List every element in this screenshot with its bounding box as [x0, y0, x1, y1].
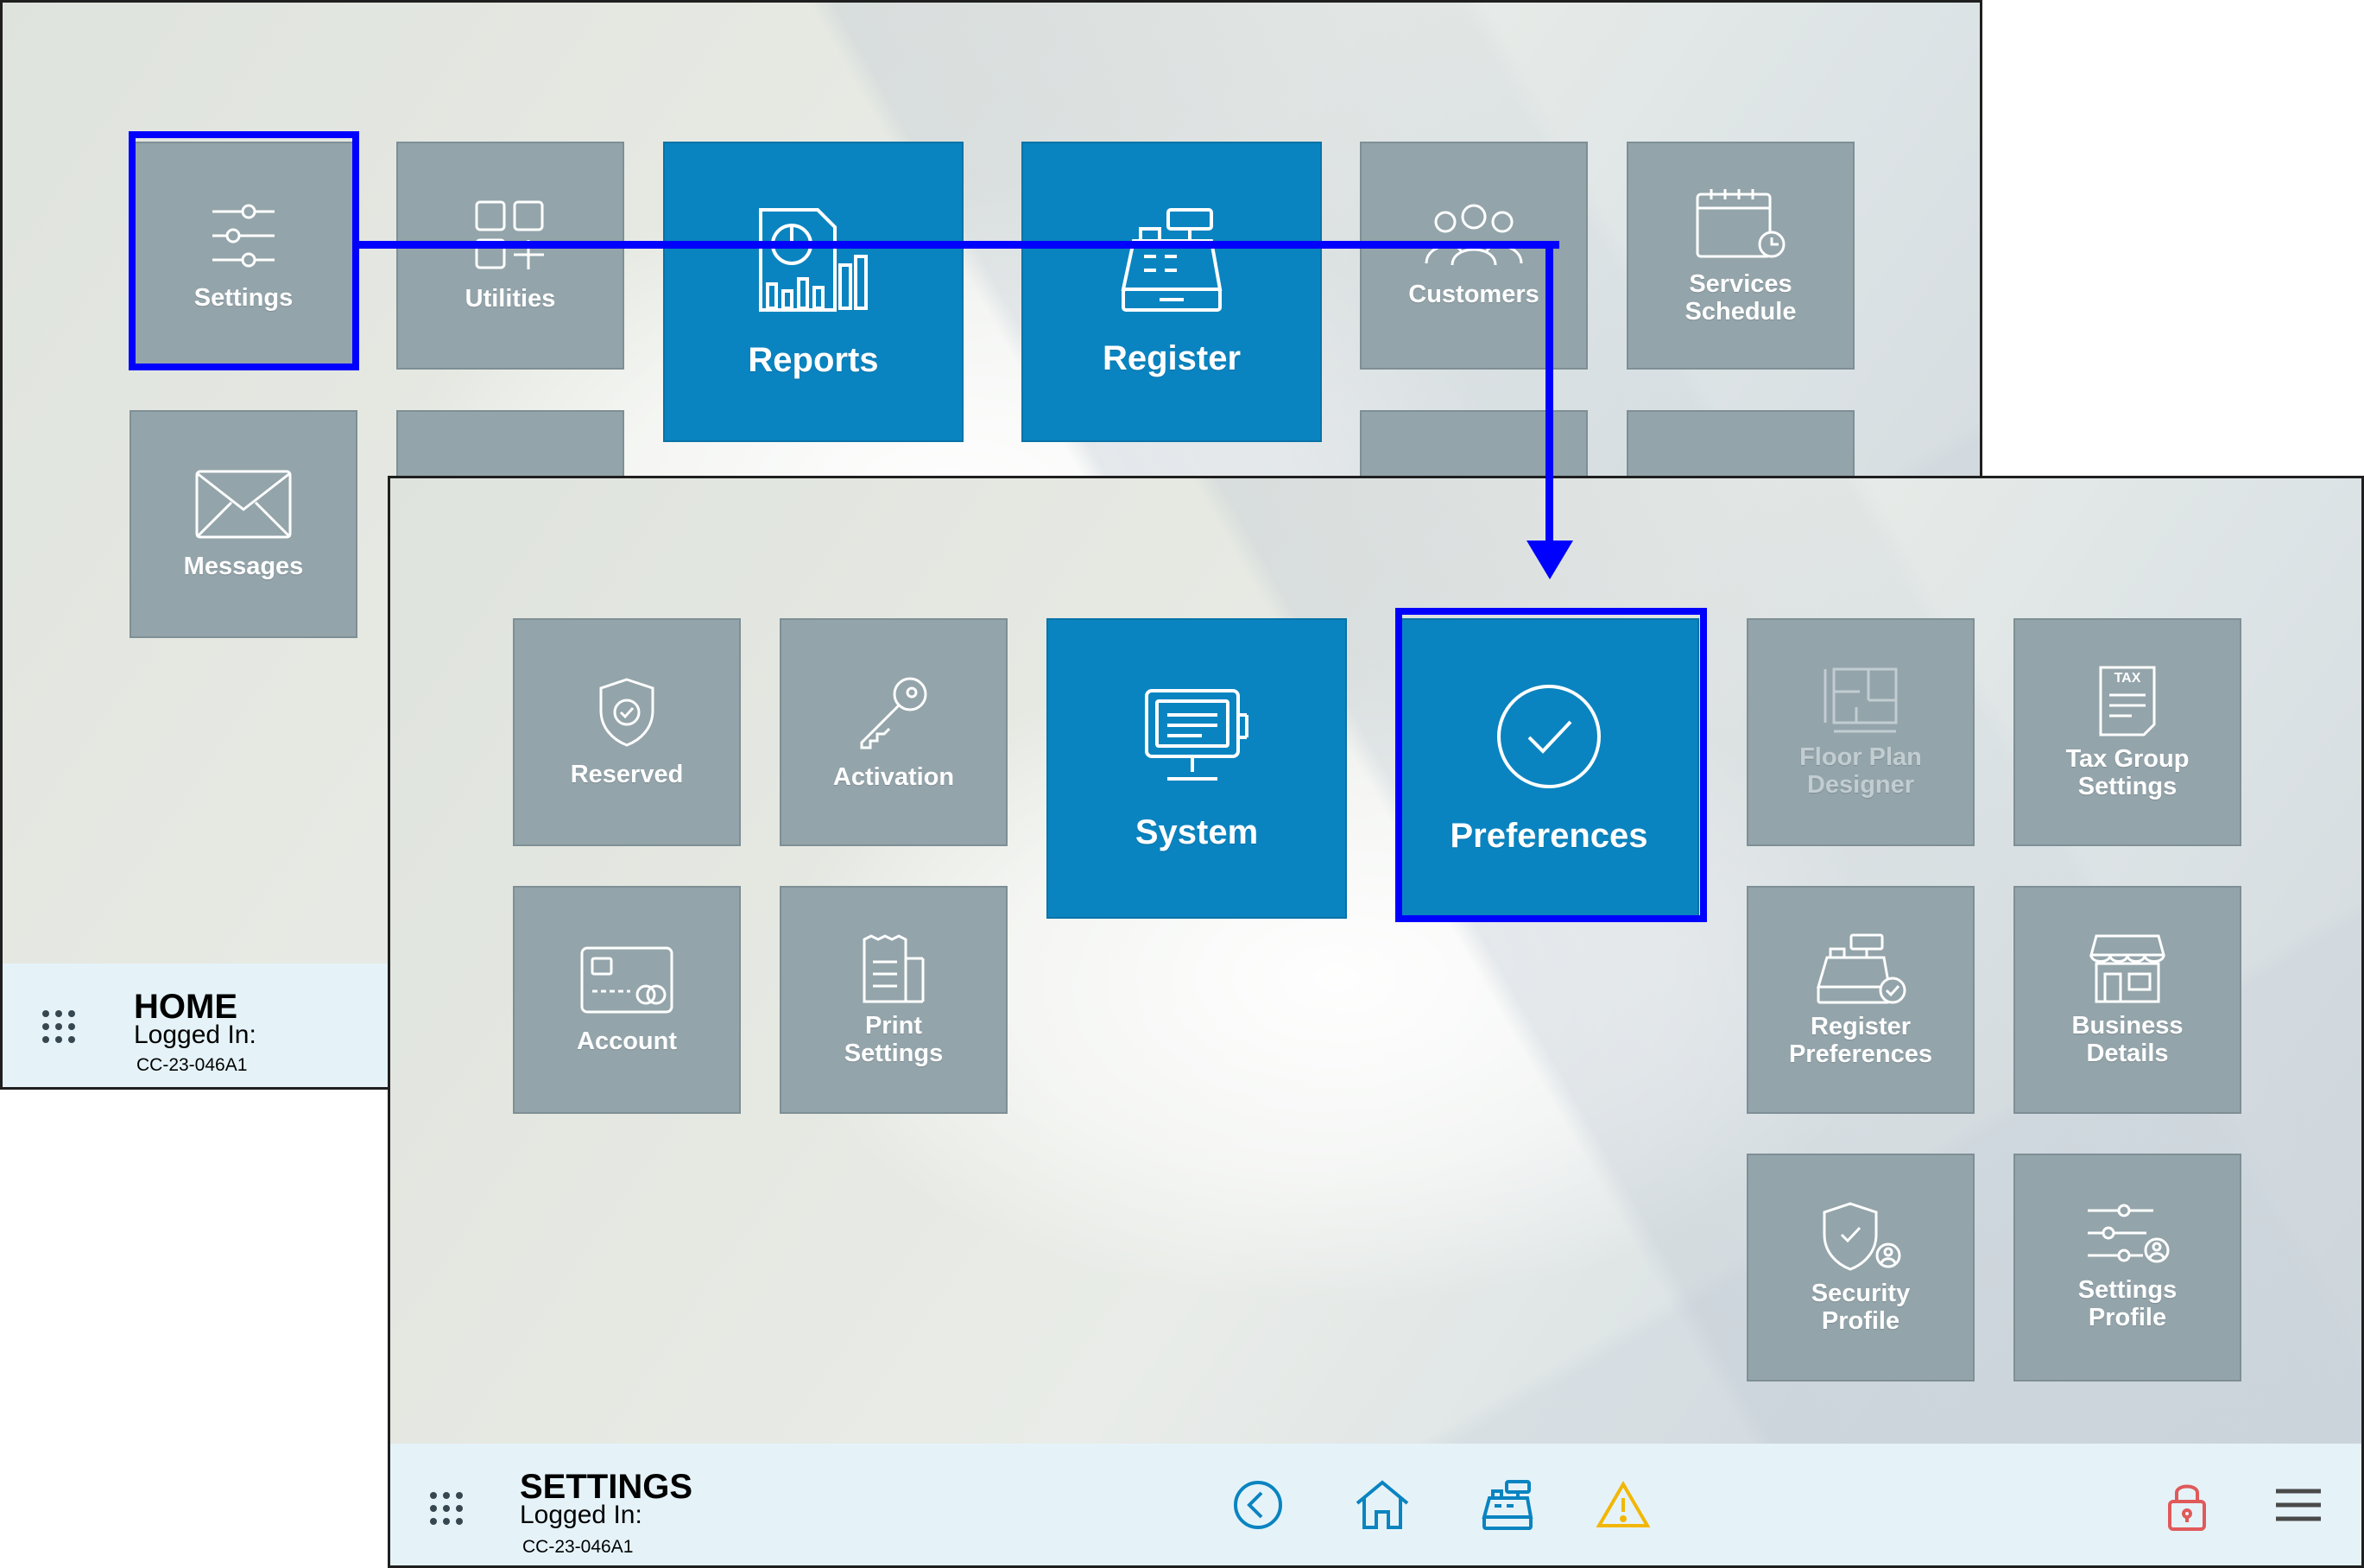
settings-tile-highlight	[129, 131, 359, 370]
register-tile[interactable]: Register	[1021, 142, 1322, 442]
connector-horizontal	[357, 241, 1559, 249]
hamburger-menu-icon[interactable]	[2274, 1488, 2323, 1522]
messages-tile[interactable]: Messages	[130, 410, 357, 638]
key-icon	[860, 677, 927, 749]
messages-tile-label: Messages	[183, 553, 304, 580]
shield-check-icon	[599, 678, 654, 747]
tax-badge: TAX	[2114, 671, 2141, 686]
reports-tile[interactable]: Reports	[663, 142, 964, 442]
account-tile-label: Account	[577, 1027, 677, 1055]
envelope-icon	[195, 470, 292, 539]
preferences-tile-highlight	[1395, 608, 1707, 922]
tax-document-icon: TAX	[2097, 664, 2158, 738]
connector-vertical	[1545, 241, 1553, 543]
credit-card-icon	[580, 946, 673, 1014]
cash-register-icon[interactable]	[1481, 1479, 1534, 1531]
page-title: HOME	[134, 988, 237, 1026]
report-chart-icon	[759, 208, 868, 312]
register-tile-label: Register	[1102, 339, 1242, 377]
preferences-tile-label: Preferences	[1450, 817, 1648, 855]
page-title: SETTINGS	[520, 1468, 693, 1506]
reserved-tile-label: Reserved	[570, 761, 684, 788]
floor-plan-icon	[1824, 667, 1898, 733]
activation-tile-label: Activation	[832, 763, 955, 791]
system-tile-label: System	[1135, 813, 1259, 851]
device-id: CC-23-046A1	[136, 1055, 248, 1075]
utilities-tile-label: Utilities	[465, 285, 556, 313]
receipt-icon	[863, 934, 925, 1003]
activation-tile[interactable]: Activation	[780, 618, 1008, 846]
home-icon[interactable]	[1354, 1479, 1411, 1531]
check-circle-icon	[1497, 685, 1601, 788]
logged-in-label: Logged In:	[520, 1501, 642, 1529]
device-id: CC-23-046A1	[522, 1537, 634, 1557]
back-circle-icon[interactable]	[1232, 1479, 1284, 1531]
account-tile[interactable]: Account	[513, 886, 741, 1114]
settings-tile-label: Settings	[193, 284, 294, 312]
warning-icon[interactable]	[1596, 1481, 1651, 1529]
storefront-icon	[2089, 934, 2165, 1003]
cash-register-icon	[1121, 208, 1223, 312]
preferences-tile[interactable]: Preferences	[1399, 618, 1699, 919]
utilities-tile[interactable]: Utilities	[396, 142, 624, 370]
shield-user-icon	[1823, 1202, 1901, 1271]
reports-tile-label: Reports	[748, 341, 879, 379]
customers-tile[interactable]: Customers	[1360, 142, 1588, 370]
apps-grid-icon[interactable]	[42, 1010, 75, 1043]
settings-status-bar: SETTINGS Logged In: CC-23-046A1	[390, 1444, 2361, 1565]
connector-arrowhead	[1526, 541, 1573, 579]
pos-terminal-icon	[1145, 689, 1248, 781]
lock-icon[interactable]	[2166, 1477, 2208, 1533]
register-check-icon	[1816, 933, 1906, 1004]
sliders-user-icon	[2088, 1204, 2170, 1263]
customers-tile-label: Customers	[1408, 281, 1539, 308]
apps-grid-icon[interactable]	[430, 1492, 463, 1525]
apps-grid-icon	[475, 200, 544, 269]
system-tile[interactable]: System	[1046, 618, 1347, 919]
settings-screen: Reserved Activation System Preferences F…	[388, 476, 2364, 1568]
sliders-icon	[212, 204, 275, 268]
logged-in-label: Logged In:	[134, 1021, 256, 1049]
reserved-tile[interactable]: Reserved	[513, 618, 741, 846]
calendar-clock-icon	[1696, 189, 1786, 258]
users-group-icon	[1425, 204, 1523, 266]
